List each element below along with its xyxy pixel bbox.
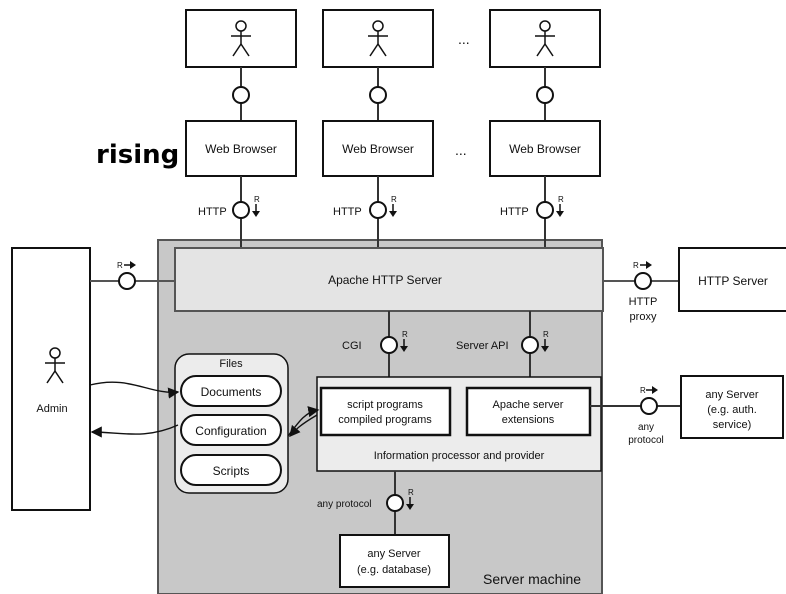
files-item-scripts: Scripts	[180, 454, 282, 486]
request-marker: R	[633, 261, 639, 270]
http-interface-1: HTTP R	[198, 195, 261, 219]
user-box-1	[185, 9, 297, 68]
interface-circle-icon	[521, 336, 539, 354]
user-box-2	[322, 9, 434, 68]
web-browser-box-3: Web Browser	[489, 120, 601, 177]
apache-extensions-label-2: extensions	[502, 414, 555, 426]
request-marker: R	[117, 261, 123, 270]
interface-circle-icon	[118, 272, 136, 290]
users-ellipsis: ...	[458, 31, 470, 47]
request-marker: R	[391, 195, 397, 204]
user-box-3	[489, 9, 601, 68]
any-server-database-box: any Server (e.g. database)	[339, 534, 450, 588]
request-arrow-icon	[652, 386, 658, 394]
admin-box: Admin	[11, 247, 91, 511]
http-proxy-label-2: proxy	[630, 311, 657, 323]
admin-apache-interface: R	[117, 261, 136, 290]
web-browser-label: Web Browser	[205, 142, 277, 156]
files-item-label: Configuration	[195, 424, 266, 438]
files-item-documents: Documents	[180, 375, 282, 407]
admin-label: Admin	[36, 403, 67, 415]
http-interface-3: HTTP R	[500, 195, 565, 219]
browsers-ellipsis: ...	[455, 142, 467, 158]
any-server-auth-box: any Server (e.g. auth. service)	[680, 375, 784, 439]
files-item-label: Documents	[201, 385, 262, 399]
any-server-database-line-1: any Server	[367, 548, 421, 560]
any-protocol-right-interface: R any protocol	[628, 386, 664, 446]
request-arrow-icon	[388, 203, 398, 218]
interface-circle-icon	[634, 272, 652, 290]
information-processor-panel: Information processor and provider scrip…	[316, 376, 602, 472]
web-browser-box-1: Web Browser	[185, 120, 297, 177]
http-server-label: HTTP Server	[698, 274, 768, 288]
files-item-label: Scripts	[213, 464, 250, 478]
apache-extensions-box: Apache server extensions	[465, 386, 592, 437]
http-label: HTTP	[198, 206, 227, 218]
interface-circle-icon	[369, 86, 387, 104]
web-browser-label: Web Browser	[342, 142, 414, 156]
any-server-auth-line-2: (e.g. auth.	[707, 404, 757, 416]
http-interface-2: HTTP R	[333, 195, 398, 219]
server-api-label: Server API	[456, 340, 509, 352]
files-to-admin-arrow	[90, 424, 179, 438]
request-arrow-icon	[646, 261, 652, 269]
http-label: HTTP	[333, 206, 362, 218]
interface-circle-icon	[536, 86, 554, 104]
compiled-programs-label: compiled programs	[338, 414, 432, 426]
any-protocol-right-label-2: protocol	[628, 435, 664, 446]
apache-extensions-label-1: Apache server	[493, 399, 564, 411]
web-browser-box-2: Web Browser	[322, 120, 434, 177]
request-marker: R	[402, 330, 408, 339]
script-programs-box: script programs compiled programs	[319, 386, 452, 437]
request-marker: R	[254, 195, 260, 204]
any-server-database-line-2: (e.g. database)	[357, 564, 431, 576]
any-protocol-inner-label: any protocol	[317, 499, 371, 510]
interface-circle-icon	[380, 336, 398, 354]
server-machine-label: Server machine	[483, 571, 581, 587]
any-server-auth-line-3: service)	[713, 419, 752, 431]
apache-http-server-box: Apache HTTP Server	[174, 247, 604, 312]
http-label: HTTP	[500, 206, 529, 218]
apache-http-server-label: Apache HTTP Server	[328, 273, 442, 287]
interface-circle-icon	[640, 397, 658, 415]
request-marker: R	[640, 386, 646, 395]
http-proxy-label-1: HTTP	[629, 296, 658, 308]
script-programs-label: script programs	[347, 399, 423, 411]
files-item-configuration: Configuration	[180, 414, 282, 446]
processor-to-files-arrow	[289, 414, 318, 438]
request-arrow-icon	[130, 261, 136, 269]
any-server-auth-line-1: any Server	[705, 389, 759, 401]
slide-heading: rising	[96, 140, 179, 170]
any-protocol-right-label-1: any	[638, 422, 654, 433]
interface-circle-icon	[386, 494, 404, 512]
cgi-interface: CGI R	[342, 330, 409, 354]
any-protocol-inner-interface: any protocol R	[317, 488, 415, 512]
request-marker: R	[408, 488, 414, 497]
request-arrow-icon	[251, 203, 261, 218]
interface-circle-icon	[232, 86, 250, 104]
web-browser-label: Web Browser	[509, 142, 581, 156]
information-processor-label: Information processor and provider	[374, 450, 545, 462]
request-marker: R	[558, 195, 564, 204]
http-proxy-interface: R HTTP proxy	[629, 261, 658, 323]
cgi-label: CGI	[342, 340, 362, 352]
interface-circle-icon	[369, 201, 387, 219]
interface-circle-icon	[232, 201, 250, 219]
files-title: Files	[219, 358, 243, 370]
request-marker: R	[543, 330, 549, 339]
files-panel: Files Documents Configuration Scripts	[174, 353, 289, 494]
http-server-box: HTTP Server	[678, 247, 786, 312]
server-api-interface: Server API R	[456, 330, 550, 354]
interface-circle-icon	[536, 201, 554, 219]
admin-to-files-arrow	[89, 381, 180, 399]
request-arrow-icon	[555, 203, 565, 218]
